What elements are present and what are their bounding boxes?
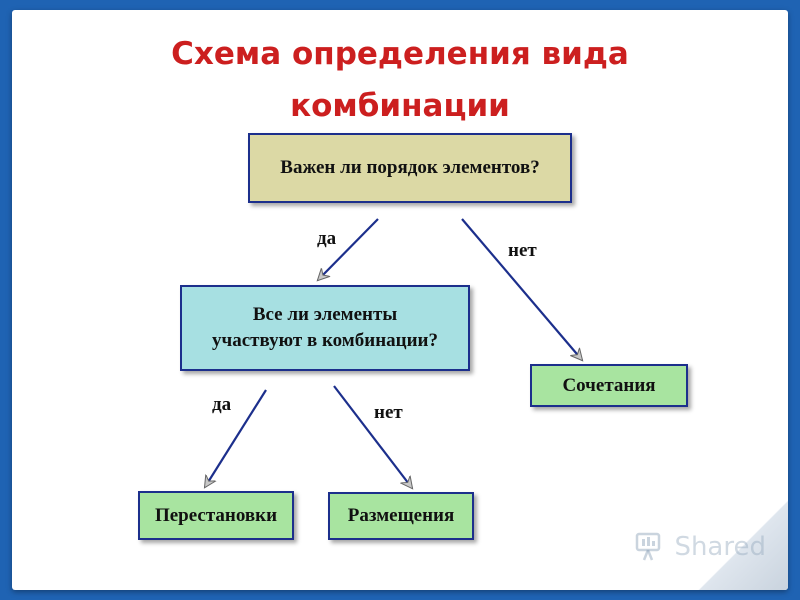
slide: Схема определения вида комбинации да нет… [12,10,788,590]
edge-label-yes-2: да [212,394,232,415]
edge-all-no [333,385,412,488]
edge-all-yes [205,389,267,487]
watermark: Shared [634,530,766,564]
node-question-all: Все ли элементы участвуют в комбинации? [180,285,470,371]
node-arrangements-label: Размещения [347,505,455,526]
title-line-2: комбинации [290,88,510,124]
node-permutations: Перестановки [138,491,294,540]
edge-label-no-1: нет [508,240,537,261]
diagram-edges [12,218,788,590]
node-permutations-label: Перестановки [154,504,278,526]
edge-order-no [461,218,582,360]
title-line-1: Схема определения вида [171,36,629,72]
node-question-all-label: Все ли элементы участвуют в комбинации? [212,304,438,351]
edge-order-yes [318,218,379,280]
node-combinations: Сочетания [530,364,688,407]
node-question-order-label: Важен ли порядок элементов? [280,157,540,178]
page-title: Схема определения вида комбинации [12,28,788,132]
node-arrangements: Размещения [328,492,474,540]
edge-label-no-2: нет [374,402,403,423]
watermark-text: Shared [674,532,766,562]
edge-label-yes-1: да [317,228,337,249]
node-question-order: Важен ли порядок элементов? [248,133,572,203]
node-combinations-label: Сочетания [562,374,656,396]
watermark-logo-icon [636,532,661,561]
